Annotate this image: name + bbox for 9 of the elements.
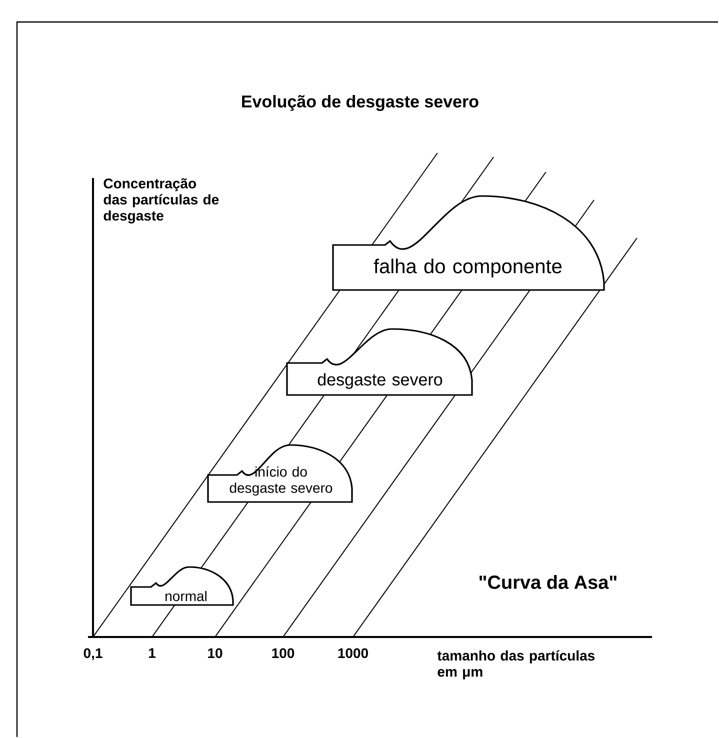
title: Evolução de desgaste severo — [242, 95, 478, 111]
tick-label: 10 — [208, 648, 222, 658]
tick-label: 1000 — [338, 648, 368, 658]
chart-caption: "Curva da Asa" — [480, 575, 616, 589]
axis-title: tamanho das partículas em μm — [437, 650, 595, 680]
tick-label: 0,1 — [84, 648, 102, 660]
tick-label: 1 — [148, 648, 156, 658]
tick-label: 100 — [272, 648, 294, 658]
axis-title: Concentração das partículas de desgaste — [104, 178, 219, 224]
